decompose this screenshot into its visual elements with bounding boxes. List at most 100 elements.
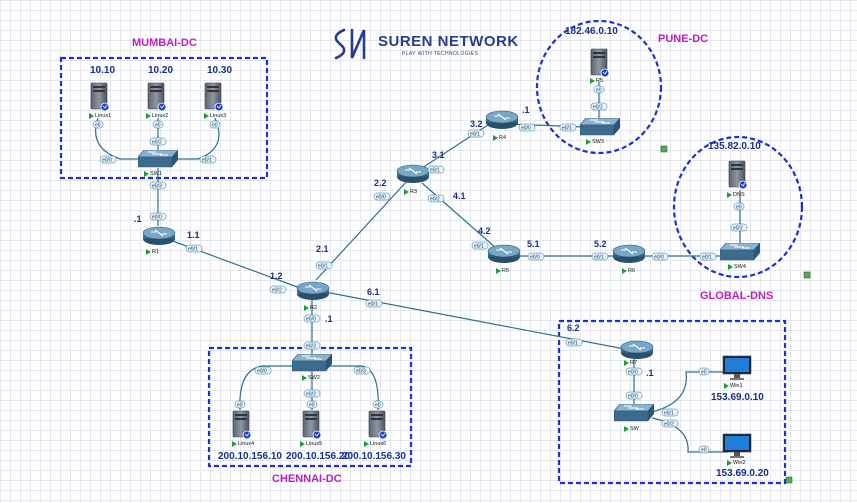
play-icon <box>232 441 237 447</box>
port-tag: e0/1 <box>365 299 383 308</box>
r5-node[interactable]: R5 4.2 5.1 <box>478 226 540 274</box>
port-tag: e0 <box>733 202 745 211</box>
r4-label: R4 <box>499 135 506 141</box>
port-tag: e0 <box>698 367 710 376</box>
sw4-node[interactable]: SW4 <box>720 243 760 270</box>
port-tag: e0 <box>372 400 384 409</box>
r2-ip-2-1: 2.1 <box>316 244 329 254</box>
r4-ip-3-2: 3.2 <box>470 119 483 129</box>
r3-ip-2-2: 2.2 <box>374 178 387 188</box>
switch-icon <box>292 354 332 372</box>
sw2-node[interactable]: SW2 <box>292 354 332 381</box>
linux2-node[interactable]: 10.20 Linux2 <box>147 65 173 119</box>
pune-dc-zone <box>535 19 663 155</box>
router-icon <box>620 340 654 360</box>
r5-ip-4-2: 4.2 <box>478 226 491 236</box>
svg-text:e0: e0 <box>701 370 707 376</box>
linux1-node[interactable]: 10.10 Linux1 <box>90 65 115 119</box>
linux1-label: Linux1 <box>95 113 111 119</box>
win1-label: Win1 <box>730 383 743 389</box>
svg-text:e0/2: e0/2 <box>272 288 282 294</box>
svg-text:e0: e0 <box>701 448 707 454</box>
r6-label: R6 <box>628 268 635 274</box>
r3-label: R3 <box>410 189 417 195</box>
r1-node[interactable]: R1 .1 1.1 <box>134 214 200 255</box>
r1-ip-1-1: 1.1 <box>187 230 200 240</box>
svg-text:e0/1: e0/1 <box>702 255 712 261</box>
r3-ip-3-1: 3.1 <box>432 150 445 160</box>
port-tag: e0/0 <box>373 192 391 201</box>
r5-ip-5-1: 5.1 <box>527 239 540 249</box>
play-icon <box>146 249 151 255</box>
play-icon <box>624 360 629 366</box>
r6-node[interactable]: R6 5.2 <box>594 239 646 274</box>
dns-node[interactable]: 135.82.0.10 DNS <box>708 141 761 198</box>
play-icon <box>586 139 591 145</box>
status-icon <box>803 271 811 279</box>
r1-label: R1 <box>152 249 159 255</box>
sw3-node[interactable]: SW3 <box>580 118 620 145</box>
win2-node[interactable]: Win2 153.69.0.20 <box>716 433 769 479</box>
play-icon <box>624 426 629 432</box>
zone-borders <box>59 19 804 485</box>
r2-node[interactable]: R2 1.2 2.1 6.1 .1 <box>270 244 380 324</box>
r3-node[interactable]: R3 2.2 3.1 4.1 <box>374 150 466 201</box>
mumbai-dc-zone <box>59 56 269 180</box>
linux3-node[interactable]: 10.30 Linux3 <box>204 65 232 119</box>
play-icon <box>724 383 729 389</box>
svg-text:e0/1: e0/1 <box>470 132 480 138</box>
play-icon <box>364 441 369 447</box>
port-tag: e0/1 <box>591 252 609 261</box>
svg-text:e0/1: e0/1 <box>368 302 378 308</box>
sw-node[interactable]: SW <box>614 404 654 432</box>
zone-title-global: GLOBAL-DNS <box>700 290 773 302</box>
play-icon <box>304 305 309 311</box>
r1-ip-dot1: .1 <box>134 214 142 224</box>
port-tag: e0/0 <box>303 314 321 323</box>
svg-text:e0/0: e0/0 <box>521 126 531 132</box>
pune-r5-node[interactable]: 182.46.0.10 R5 <box>565 26 618 84</box>
r7-zone <box>557 319 787 485</box>
port-tag: e0 <box>152 120 164 129</box>
svg-text:e0/2: e0/2 <box>152 140 162 146</box>
sw2-label: SW2 <box>308 375 320 381</box>
win1-ip: 153.69.0.10 <box>711 392 764 403</box>
zone-title-mumbai: MUMBAI-DC <box>132 37 197 49</box>
sw1-node[interactable]: SW1 <box>138 150 178 177</box>
port-tag: e0 <box>306 400 318 409</box>
svg-text:e0: e0 <box>212 123 218 129</box>
linux4-node[interactable]: Linux4 200.10.156.10 <box>218 410 282 462</box>
play-icon <box>300 441 305 447</box>
port-tag: e0/1 <box>565 338 583 347</box>
switch-icon <box>138 150 178 168</box>
linux6-ip: 200.10.156.30 <box>342 451 406 462</box>
linux6-node[interactable]: Linux6 200.10.156.30 <box>342 410 406 462</box>
r4-node[interactable]: R4 3.2 .1 <box>470 105 530 141</box>
sw-label: SW <box>630 426 640 432</box>
router-icon <box>612 244 646 264</box>
sw3-label: SW3 <box>592 139 604 145</box>
svg-text:e0/0: e0/0 <box>654 255 664 261</box>
server-icon <box>368 410 388 440</box>
port-tag: e0 <box>593 85 605 94</box>
svg-text:e0/1: e0/1 <box>474 244 484 250</box>
svg-text:e0/2: e0/2 <box>306 392 316 398</box>
svg-text:e0: e0 <box>95 123 101 129</box>
play-icon <box>404 189 409 195</box>
linux5-node[interactable]: Linux5 200.10.156.20 <box>286 410 350 462</box>
monitor-icon <box>722 433 752 459</box>
svg-text:e0/1: e0/1 <box>430 168 440 174</box>
port-tag: e0/1 <box>471 241 489 250</box>
port-tag: e0/1 <box>559 123 577 132</box>
r7-ip-dot1: .1 <box>646 368 654 378</box>
brand-logo: SUREN NETWORK PLAY WITH TECHNOLOGIES <box>334 28 518 60</box>
server-icon <box>232 410 252 440</box>
port-tag: e0/1 <box>661 408 679 417</box>
port-tag: e0/0 <box>254 366 272 375</box>
brand-tagline: PLAY WITH TECHNOLOGIES <box>402 51 479 57</box>
svg-text:e0: e0 <box>155 123 161 129</box>
port-tag: e0/1 <box>699 252 717 261</box>
win1-node[interactable]: Win1 153.69.0.10 <box>711 355 764 403</box>
r7-node[interactable]: R7 6.2 .1 <box>567 323 654 378</box>
running-indicators <box>89 78 733 466</box>
